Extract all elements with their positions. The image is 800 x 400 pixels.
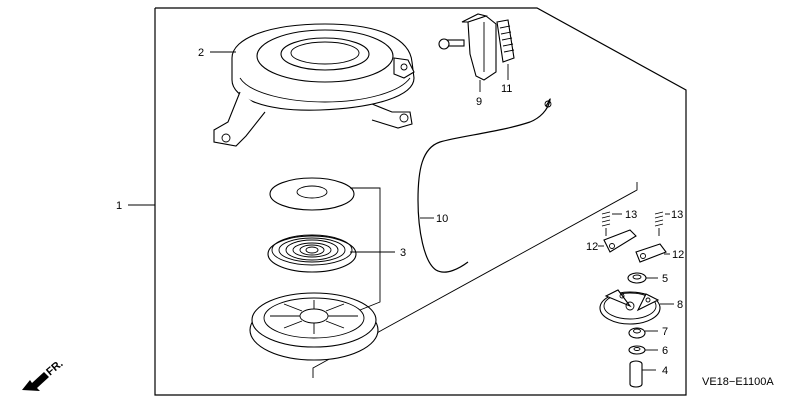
washer-plate <box>269 177 355 211</box>
callout-11: 11 <box>501 83 512 95</box>
starter-reel <box>249 292 379 361</box>
callout-6: 6 <box>662 345 668 357</box>
recoil-spring <box>267 234 357 273</box>
ratchet-right <box>635 243 667 263</box>
starter-rope <box>417 98 552 273</box>
ratchet-spring-left <box>601 211 611 236</box>
starter-grip <box>438 13 497 81</box>
small-washer <box>628 345 646 355</box>
callout-2: 2 <box>198 47 204 59</box>
callout-13a: 13 <box>625 209 637 221</box>
grip-insert <box>496 19 515 63</box>
callout-5: 5 <box>662 273 668 285</box>
callout-1: 1 <box>116 200 122 212</box>
setting-nut <box>628 327 646 339</box>
callout-7: 7 <box>662 326 668 338</box>
friction-spring <box>627 272 647 284</box>
ratchet-spring-right <box>654 211 664 236</box>
direction-label: FR. <box>44 358 65 379</box>
starter-case <box>213 23 415 147</box>
callout-4: 4 <box>662 365 668 377</box>
diagram-code: VE18−E1100A <box>702 376 774 388</box>
callout-3-bracket <box>350 187 381 311</box>
ratchet-guide <box>599 289 661 325</box>
callout-13b: 13 <box>671 209 683 221</box>
assembly-boundary <box>154 7 687 396</box>
callout-3: 3 <box>400 247 406 259</box>
callout-8: 8 <box>677 299 683 311</box>
callout-9: 9 <box>476 96 482 108</box>
setting-pin <box>629 360 643 388</box>
ratchet-left <box>603 229 637 253</box>
callout-12a: 12 <box>586 241 598 253</box>
callout-10: 10 <box>436 213 448 225</box>
inner-group-outline <box>312 182 638 378</box>
callout-12b: 12 <box>672 249 684 261</box>
arrow-down-left-icon <box>22 372 49 391</box>
